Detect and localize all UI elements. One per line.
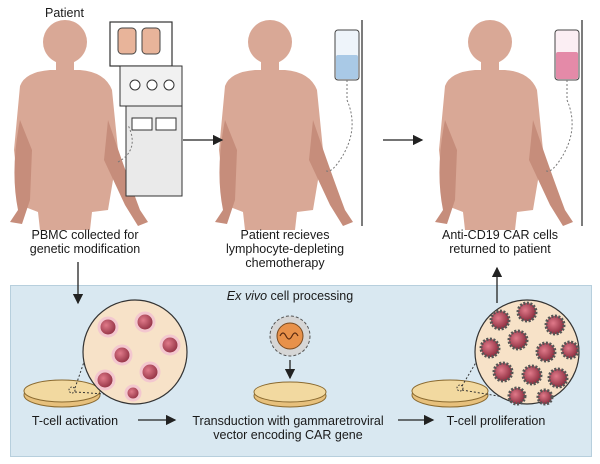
patient-figure-1 bbox=[10, 20, 183, 230]
patient-figure-2 bbox=[215, 20, 363, 230]
gammaretrovirus-icon bbox=[269, 315, 311, 357]
dish-proliferation bbox=[411, 379, 489, 408]
stage-label-activation: T-cell activation bbox=[31, 414, 119, 428]
patient-label: Patient bbox=[45, 6, 84, 20]
stage-label-proliferation: T-cell proliferation bbox=[446, 414, 546, 428]
dish-transduction bbox=[253, 381, 327, 408]
dish-activation bbox=[23, 379, 101, 408]
magnified-cells-resting bbox=[82, 299, 188, 405]
magnified-cells-car bbox=[474, 299, 580, 406]
patient-figure-3 bbox=[435, 20, 583, 230]
processing-title: Ex vivo cell processing bbox=[226, 289, 354, 303]
